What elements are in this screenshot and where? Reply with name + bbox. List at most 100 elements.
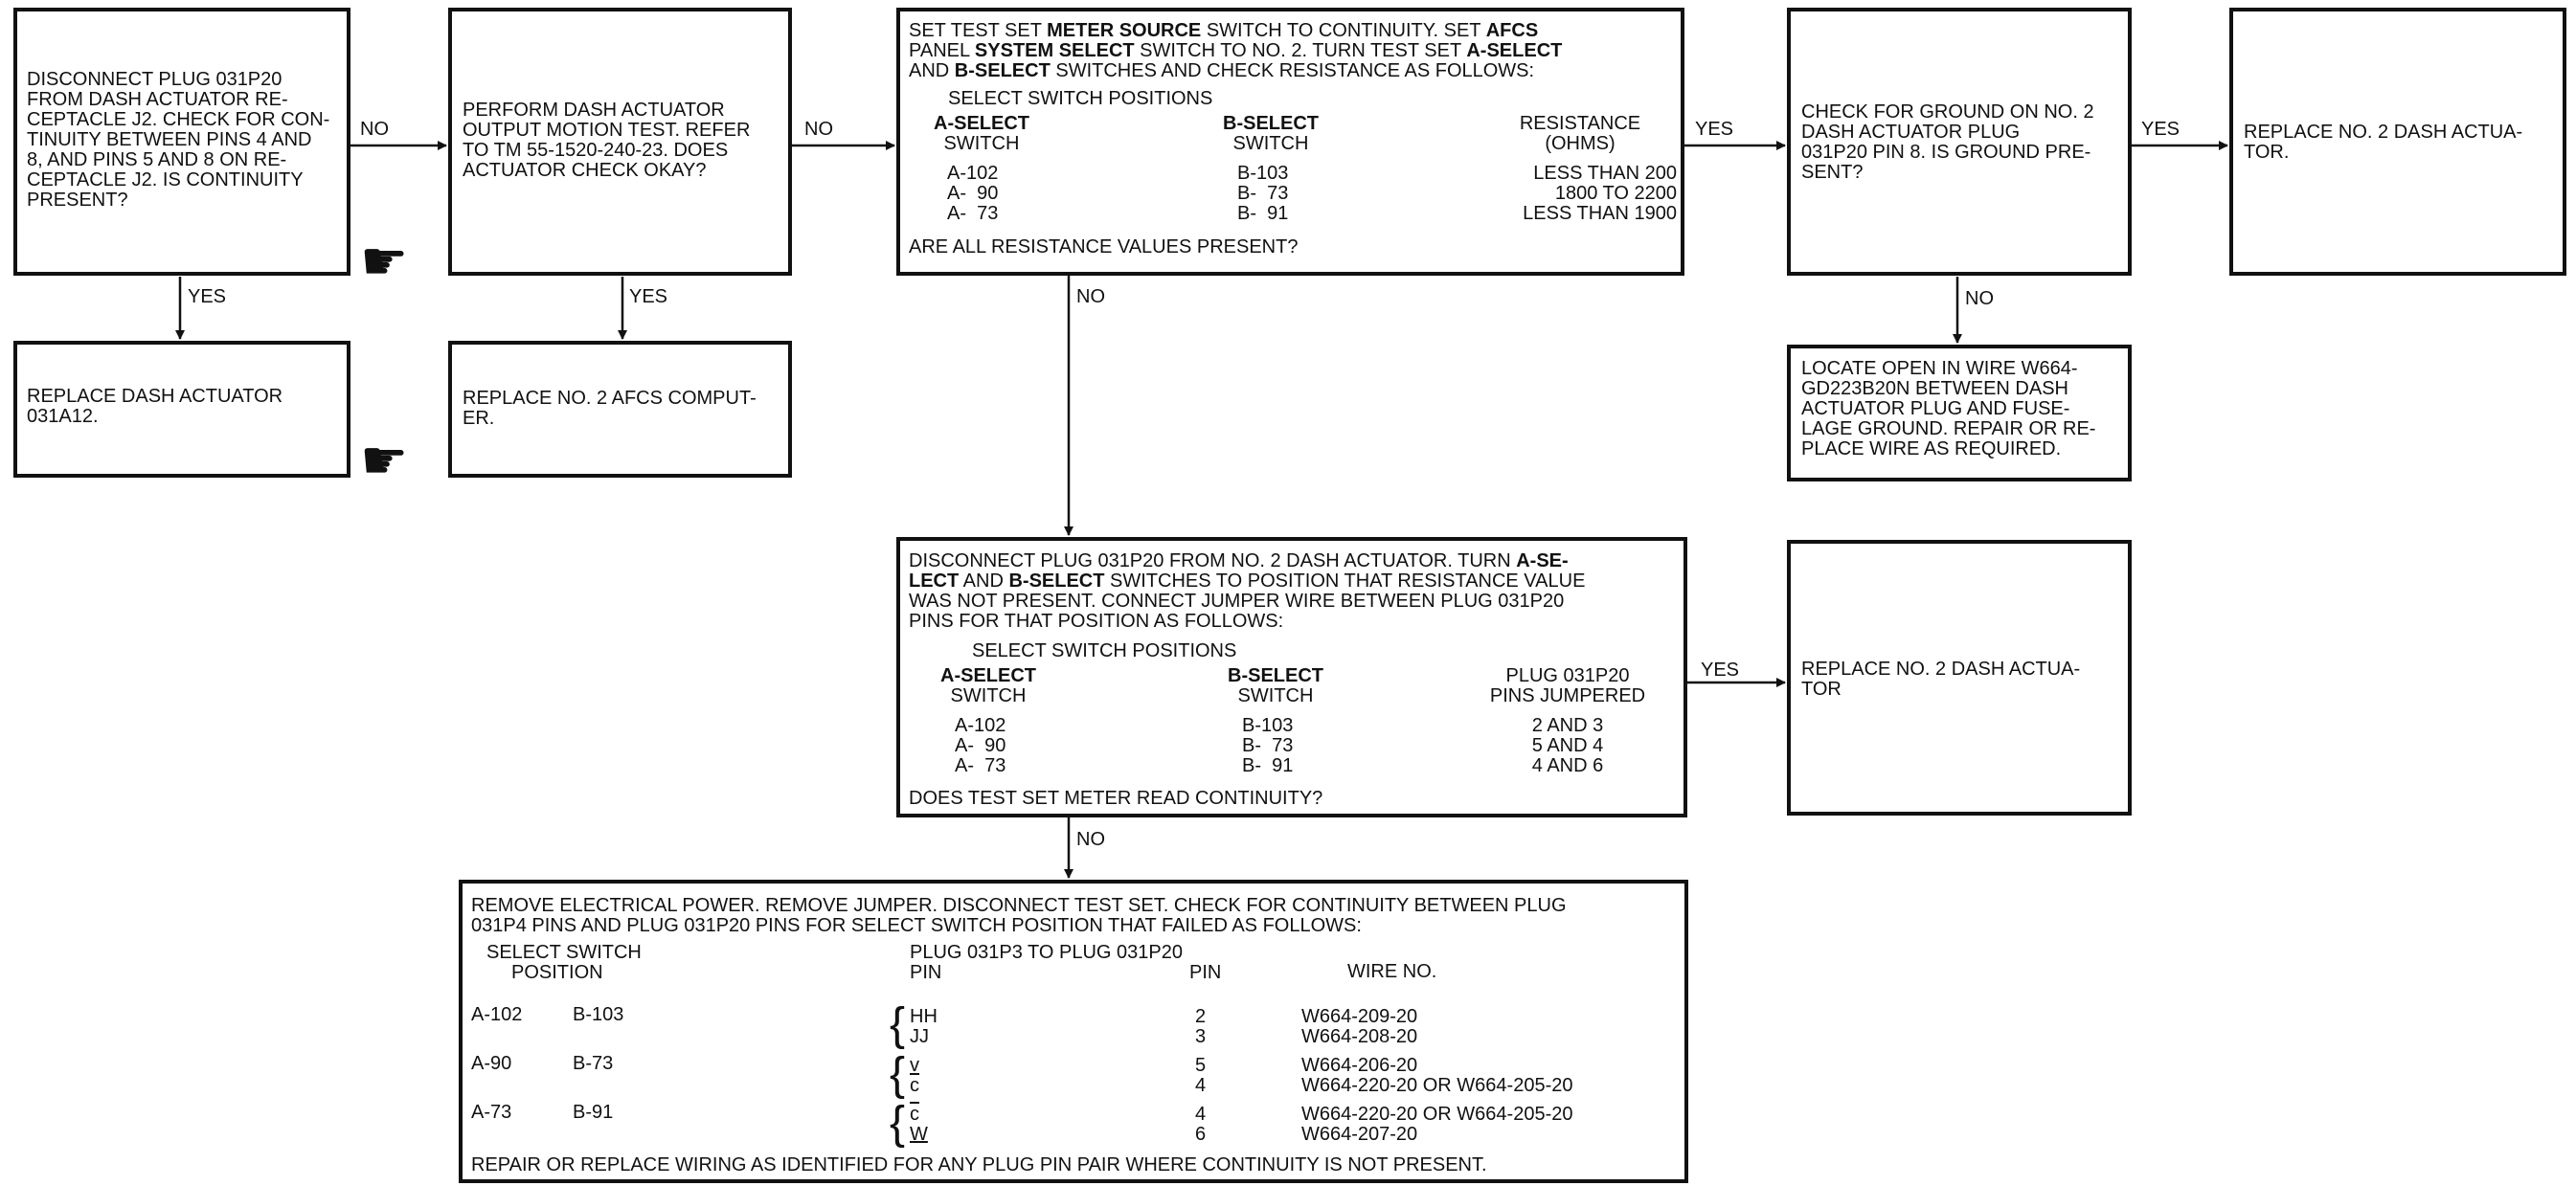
table-cell: A- 90 — [955, 735, 1006, 756]
step-text: REPLACE DASH ACTUATOR 031A12. — [27, 386, 283, 427]
brace-icon: { — [890, 1098, 906, 1149]
plug-pin: JJ — [910, 1026, 929, 1047]
column-header: SWITCH — [1237, 685, 1314, 706]
step-dash-actuator-test-box: PERFORM DASH ACTUATOR OUTPUT MOTION TEST… — [448, 8, 792, 276]
plug-pin: 5 — [1195, 1055, 1207, 1076]
column-header: A-SELECT — [940, 665, 1036, 686]
column-header: (OHMS) — [1545, 133, 1616, 154]
table-cell: B-103 — [1237, 163, 1289, 184]
wire-number: W664-207-20 — [1301, 1124, 1418, 1145]
instruction-line: PINS FOR THAT POSITION AS FOLLOWS: — [909, 611, 1284, 632]
label-no: NO — [1965, 288, 1994, 309]
question-text: DOES TEST SET METER READ CONTINUITY? — [909, 788, 1323, 809]
step-wiring-continuity-box: REMOVE ELECTRICAL POWER. REMOVE JUMPER. … — [459, 880, 1688, 1183]
instruction-line: REMOVE ELECTRICAL POWER. REMOVE JUMPER. … — [471, 895, 1567, 916]
instruction-line: DISCONNECT PLUG 031P20 FROM NO. 2 DASH A… — [909, 550, 1569, 571]
plug-pin: 3 — [1195, 1026, 1207, 1047]
table-cell: 2 AND 3 — [1531, 715, 1604, 736]
select-position-b: B-91 — [573, 1102, 614, 1123]
column-header: PLUG 031P20 — [1505, 665, 1630, 686]
step-disconnect-plug-box: DISCONNECT PLUG 031P20 FROM DASH ACTUATO… — [13, 8, 350, 276]
plug-pin: HH — [910, 1006, 938, 1027]
table-cell: 4 AND 6 — [1531, 755, 1604, 776]
table-cell: A- 73 — [947, 203, 999, 224]
label-no: NO — [1076, 829, 1105, 850]
column-header: PIN — [1189, 962, 1222, 983]
step-text: REPLACE NO. 2 AFCS COMPUT- ER. — [463, 388, 757, 429]
brace-icon: { — [890, 1049, 906, 1100]
select-position-a: A-102 — [471, 1004, 523, 1025]
select-position-a: A-90 — [471, 1053, 512, 1074]
step-resistance-check-box: SET TEST SET METER SOURCE SWITCH TO CONT… — [896, 8, 1684, 276]
table-cell: A- 73 — [955, 755, 1006, 776]
plug-pin: 2 — [1195, 1006, 1207, 1027]
column-header: WIRE NO. — [1347, 961, 1437, 982]
table-cell: 1800 TO 2200 — [1554, 183, 1677, 204]
step-text: PERFORM DASH ACTUATOR OUTPUT MOTION TEST… — [463, 100, 751, 181]
table-cell: LESS THAN 200 — [1533, 163, 1677, 184]
column-header: PIN — [910, 962, 942, 983]
plug-pin: c — [910, 1104, 919, 1125]
replace-afcs-computer-box: REPLACE NO. 2 AFCS COMPUT- ER. — [448, 341, 792, 478]
plug-pin: 6 — [1195, 1124, 1207, 1145]
plug-pin: 4 — [1195, 1104, 1207, 1125]
step-jumper-continuity-box: DISCONNECT PLUG 031P20 FROM NO. 2 DASH A… — [896, 537, 1687, 817]
wire-number: W664-220-20 OR W664-205-20 — [1301, 1075, 1573, 1096]
table-cell: B- 73 — [1242, 735, 1294, 756]
replace-dash-actuator-031a12-box: REPLACE DASH ACTUATOR 031A12. — [13, 341, 350, 478]
label-yes: YES — [1695, 119, 1734, 140]
label-no: NO — [1076, 286, 1105, 307]
instruction-line: PANEL SYSTEM SELECT SWITCH TO NO. 2. TUR… — [909, 40, 1563, 61]
wire-number: W664-220-20 OR W664-205-20 — [1301, 1104, 1573, 1125]
table-heading: SELECT SWITCH POSITIONS — [948, 88, 1213, 109]
instruction-line: SET TEST SET METER SOURCE SWITCH TO CONT… — [909, 20, 1539, 41]
label-no: NO — [804, 119, 833, 140]
pointing-hand-icon: ☛ — [360, 231, 409, 291]
table-cell: B- 73 — [1237, 183, 1289, 204]
wire-number: W664-206-20 — [1301, 1055, 1418, 1076]
column-header: SWITCH — [1232, 133, 1309, 154]
locate-open-wire-box: LOCATE OPEN IN WIRE W664- GD223B20N BETW… — [1787, 345, 2132, 481]
step-text: LOCATE OPEN IN WIRE W664- GD223B20N BETW… — [1801, 358, 2096, 459]
plug-pin: c — [910, 1075, 919, 1096]
step-text: REPLACE NO. 2 DASH ACTUA- TOR — [1801, 659, 2081, 700]
table-cell: B- 91 — [1242, 755, 1294, 776]
column-header: B-SELECT — [1228, 665, 1323, 686]
column-header: PLUG 031P3 TO PLUG 031P20 — [910, 942, 1183, 963]
table-cell: LESS THAN 1900 — [1523, 203, 1677, 224]
replace-dash-actuator-box-2: REPLACE NO. 2 DASH ACTUA- TOR — [1787, 540, 2132, 816]
question-text: ARE ALL RESISTANCE VALUES PRESENT? — [909, 236, 1299, 257]
select-position-b: B-73 — [573, 1053, 614, 1074]
step-text: CHECK FOR GROUND ON NO. 2 DASH ACTUATOR … — [1801, 101, 2094, 183]
label-no: NO — [360, 119, 389, 140]
column-header: A-SELECT — [934, 113, 1029, 134]
select-position-a: A-73 — [471, 1102, 512, 1123]
plug-pin: W — [910, 1124, 928, 1145]
table-cell: 5 AND 4 — [1531, 735, 1604, 756]
column-header: PINS JUMPERED — [1489, 685, 1646, 706]
column-header: SWITCH — [950, 685, 1027, 706]
label-yes: YES — [188, 286, 227, 307]
column-header: B-SELECT — [1223, 113, 1319, 134]
brace-icon: { — [890, 999, 906, 1050]
step-text: DISCONNECT PLUG 031P20 FROM DASH ACTUATO… — [27, 69, 330, 211]
select-position-b: B-103 — [573, 1004, 624, 1025]
pointing-hand-icon: ☛ — [360, 430, 409, 490]
instruction-line: LECT AND B-SELECT SWITCHES TO POSITION T… — [909, 571, 1586, 592]
wire-number: W664-209-20 — [1301, 1006, 1418, 1027]
column-header: RESISTANCE — [1519, 113, 1641, 134]
replace-dash-actuator-box: REPLACE NO. 2 DASH ACTUA- TOR. — [2229, 8, 2566, 276]
table-cell: B-103 — [1242, 715, 1294, 736]
step-ground-check-box: CHECK FOR GROUND ON NO. 2 DASH ACTUATOR … — [1787, 8, 2132, 276]
label-yes: YES — [2141, 119, 2181, 140]
column-header: SELECT SWITCH — [486, 942, 642, 963]
footer-instruction: REPAIR OR REPLACE WIRING AS IDENTIFIED F… — [471, 1154, 1487, 1175]
table-heading: SELECT SWITCH POSITIONS — [972, 640, 1237, 661]
table-cell: A-102 — [955, 715, 1006, 736]
label-yes: YES — [1701, 660, 1740, 681]
step-text: REPLACE NO. 2 DASH ACTUA- TOR. — [2244, 122, 2523, 163]
label-yes: YES — [629, 286, 668, 307]
instruction-line: AND B-SELECT SWITCHES AND CHECK RESISTAN… — [909, 60, 1535, 81]
plug-pin: v — [910, 1055, 919, 1076]
